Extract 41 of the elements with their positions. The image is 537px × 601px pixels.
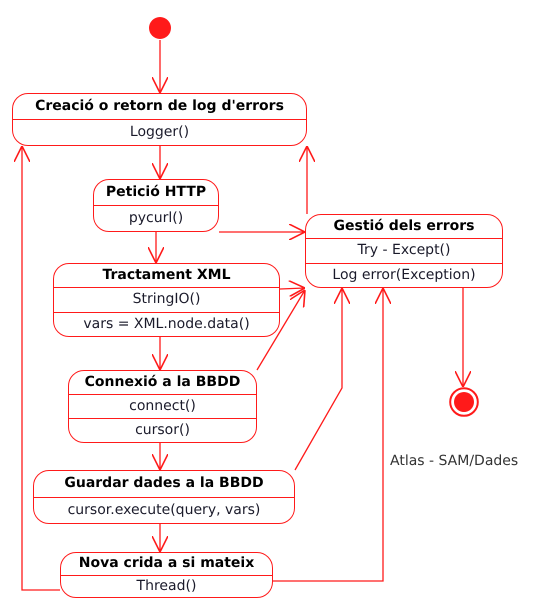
- state-box: [93, 179, 219, 232]
- state-box: [305, 214, 503, 288]
- transition-arrow: [273, 287, 392, 582]
- state-action: StringIO(): [132, 292, 200, 308]
- state-box: [53, 263, 280, 337]
- state-action: connect(): [129, 398, 196, 414]
- state-name: Gestió dels errors: [334, 218, 474, 234]
- state-name: Tractament XML: [102, 268, 231, 284]
- final-state-dot: [449, 387, 479, 417]
- transition-arrow: [151, 146, 169, 180]
- transition-arrow: [298, 145, 316, 214]
- state-action: Try - Except(): [358, 243, 450, 259]
- transition-arrow: [280, 280, 306, 298]
- state-action: cursor(): [135, 422, 190, 438]
- state-name: Connexió a la BBDD: [84, 374, 240, 390]
- transition-arrow: [219, 223, 306, 241]
- transition-arrow: [151, 337, 169, 371]
- state-box: [33, 470, 295, 524]
- state-action: cursor.execute(query, vars): [68, 502, 260, 518]
- state-action: pycurl(): [128, 210, 184, 226]
- transition-arrow: [13, 145, 60, 591]
- transition-arrow: [294, 287, 351, 470]
- state-action: vars = XML.node.data(): [83, 316, 250, 332]
- state-box: [68, 370, 257, 443]
- transition-arrow: [151, 443, 169, 471]
- state-action: Logger(): [130, 124, 190, 140]
- transition-arrow: [454, 288, 472, 388]
- diagram-note: Atlas - SAM/Dades: [390, 453, 518, 469]
- state-name: Petició HTTP: [106, 184, 206, 200]
- state-name: Nova crida a si mateix: [78, 556, 254, 572]
- state-action: Thread(): [136, 578, 196, 594]
- state-name: Guardar dades a la BBDD: [64, 476, 264, 492]
- state-action: Log error(Exception): [332, 268, 476, 284]
- transition-arrow: [151, 40, 169, 94]
- transition-arrow: [256, 289, 306, 370]
- transition-arrow: [147, 232, 165, 264]
- state-name: Creació o retorn de log d'errors: [35, 98, 284, 114]
- state-box: [60, 552, 273, 598]
- transition-arrow: [151, 524, 169, 553]
- state-box: [12, 93, 307, 146]
- initial-state-dot: [148, 16, 172, 40]
